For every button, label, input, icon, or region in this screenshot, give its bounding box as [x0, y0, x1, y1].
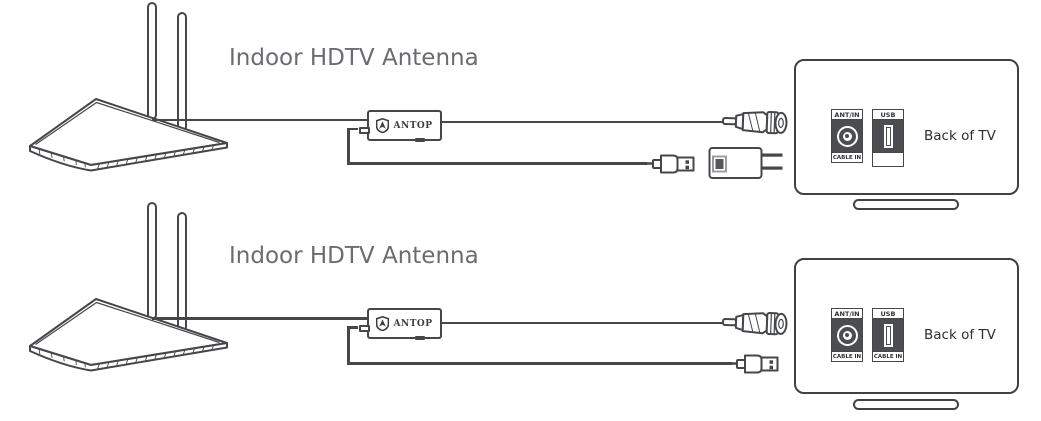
- amplifier-output-cable: [441, 120, 724, 124]
- usb-plug-icon: [729, 354, 779, 373]
- diagram-title: Indoor HDTV Antenna: [229, 45, 479, 71]
- cable-in-label: CABLE IN: [872, 351, 904, 362]
- usb-power-cable: [347, 127, 358, 131]
- amplifier-tab: [415, 138, 425, 142]
- usb-plug-icon: [645, 154, 695, 174]
- indoor-antenna-illustration: [29, 2, 228, 172]
- ant-in-port: ANT/IN CABLE IN: [831, 308, 863, 362]
- usb-bottom-label: [872, 152, 904, 167]
- back-of-tv-label: Back of TV: [924, 128, 996, 144]
- antop-brand-label: ANTOP: [393, 120, 433, 131]
- usb-power-cable: [347, 362, 732, 365]
- back-of-tv-label: Back of TV: [924, 327, 996, 343]
- amplifier-usb-stub: [358, 126, 370, 134]
- usb-port-icon: [883, 124, 893, 148]
- usb-power-cable: [347, 326, 350, 365]
- usb-power-cable: [347, 326, 358, 329]
- tv-back-panel: ANT/IN CABLE IN USB Back of TV: [794, 59, 1019, 195]
- antop-shield-icon: [376, 316, 390, 331]
- usb-port: USB: [872, 109, 904, 167]
- ant-in-port: ANT/IN CABLE IN: [831, 109, 863, 163]
- antop-shield-icon: [376, 118, 390, 133]
- amplifier-tab: [415, 336, 425, 340]
- antop-brand-label: ANTOP: [393, 318, 433, 329]
- ant-in-label: ANT/IN: [831, 308, 863, 319]
- cable-in-label: CABLE IN: [831, 351, 863, 362]
- usb-power-cable: [347, 127, 350, 166]
- tv-stand: [853, 199, 959, 210]
- indoor-antenna-illustration: [29, 202, 228, 372]
- cable-in-label: CABLE IN: [831, 152, 863, 163]
- antop-amplifier: ANTOP: [358, 308, 442, 340]
- power-adapter-icon: [708, 147, 783, 179]
- antenna-coax-cable: [152, 317, 368, 320]
- amplifier-output-cable: [441, 321, 724, 325]
- diagram-title: Indoor HDTV Antenna: [229, 243, 479, 269]
- coax-port-icon: [836, 125, 858, 147]
- tv-stand: [853, 399, 959, 410]
- antenna-coax-cable: [152, 118, 368, 122]
- coax-connector-icon: [721, 311, 788, 336]
- antop-amplifier: ANTOP: [358, 110, 442, 142]
- tv-back-panel: ANT/IN CABLE IN USB CABLE IN Back of TV: [794, 258, 1019, 394]
- coax-connector-icon: [721, 110, 788, 135]
- usb-port: USB CABLE IN: [872, 308, 904, 362]
- usb-power-cable: [347, 162, 647, 165]
- usb-port-icon: [883, 323, 893, 347]
- coax-port-icon: [836, 324, 858, 346]
- amplifier-usb-stub: [358, 324, 370, 332]
